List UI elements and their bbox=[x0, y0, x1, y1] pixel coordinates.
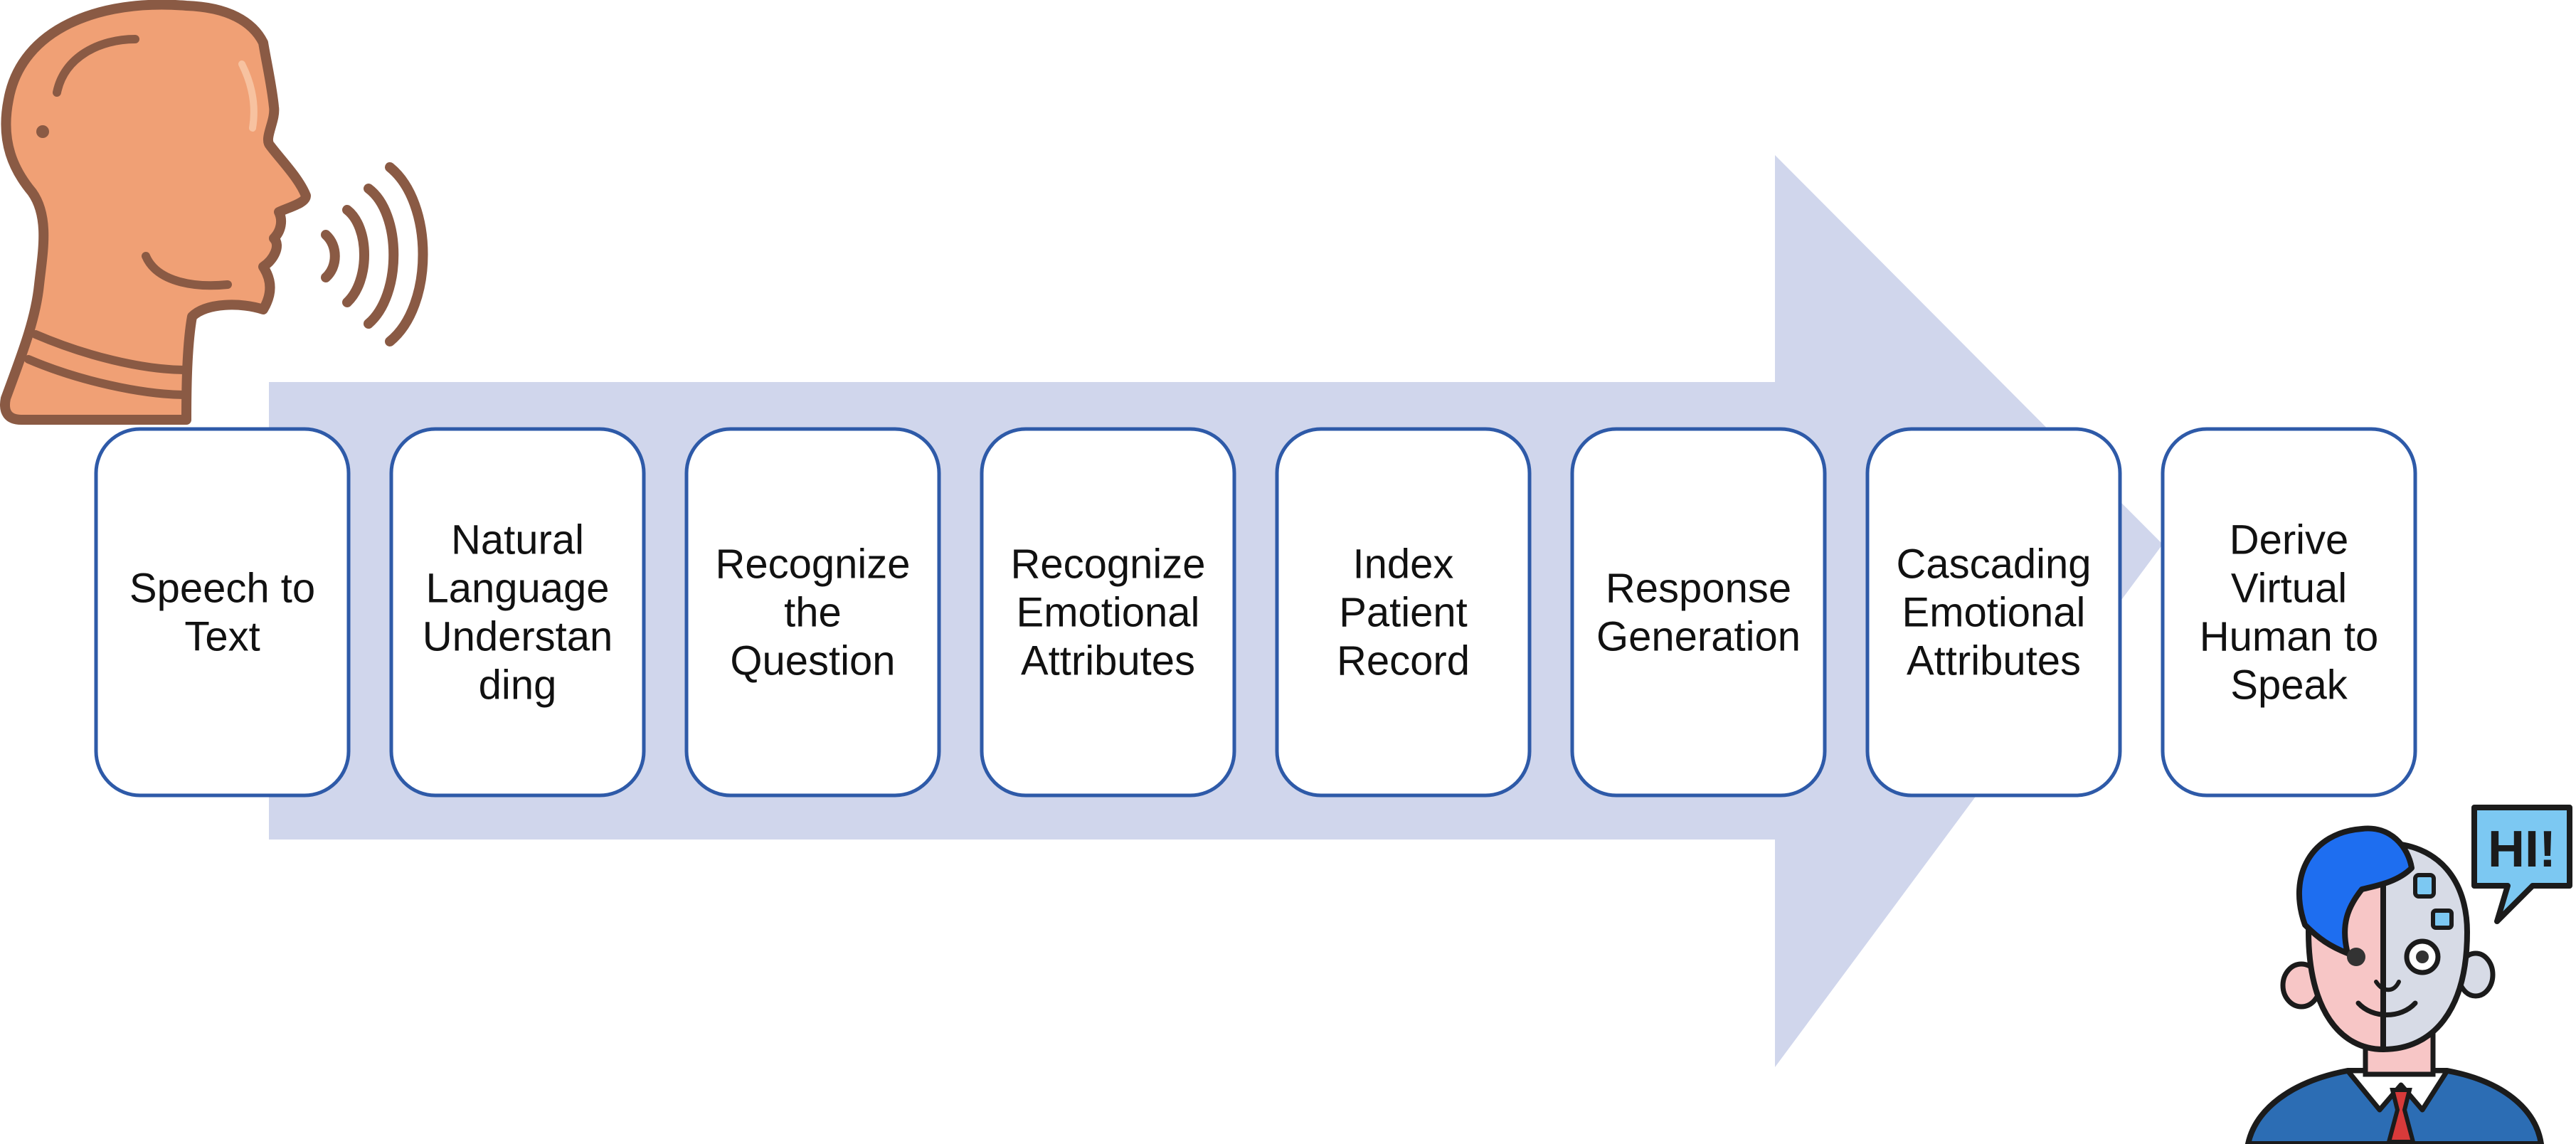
step-box-shape bbox=[980, 427, 1236, 798]
step-label-line: Emotional bbox=[1017, 590, 1200, 636]
step-label-line: Recognize bbox=[715, 541, 910, 588]
step-label-line: Understan bbox=[423, 614, 613, 660]
step-label-line: Patient bbox=[1339, 590, 1468, 636]
step-box-shape bbox=[1275, 427, 1532, 798]
step-label-line: ding bbox=[479, 662, 557, 709]
step-label-line: Response bbox=[1606, 566, 1791, 612]
speech-bubble-icon: HI! bbox=[2471, 805, 2572, 924]
step-label-line: Language bbox=[425, 566, 609, 612]
sound-waves-icon bbox=[321, 162, 428, 346]
step-label-line: Emotional bbox=[1902, 590, 2086, 636]
virtual-human-icon bbox=[2245, 825, 2544, 1144]
step-label-line: Attributes bbox=[1907, 638, 2081, 684]
step-label-line: Human to bbox=[2200, 614, 2378, 660]
step-label-line: Derive bbox=[2230, 517, 2349, 563]
step-box-shape bbox=[1865, 427, 2122, 798]
step-box-shape bbox=[1570, 427, 1827, 798]
step-box-shape bbox=[684, 427, 941, 798]
step-label-line: Cascading bbox=[1896, 541, 2091, 588]
step-label-line: Speak bbox=[2230, 662, 2348, 709]
step-label-line: Index bbox=[1353, 541, 1454, 588]
step-label-line: Attributes bbox=[1021, 638, 1195, 684]
step-box-shape bbox=[94, 427, 351, 798]
step-label-line: Virtual bbox=[2231, 566, 2347, 612]
step-box-shape bbox=[389, 427, 646, 798]
step-label-line: the bbox=[784, 590, 842, 636]
step-label-line: Record bbox=[1337, 638, 1470, 684]
speech-bubble-text: HI! bbox=[2488, 821, 2556, 878]
speaking-head-icon bbox=[0, 0, 311, 425]
step-label-line: Natural bbox=[451, 517, 584, 563]
step-label-line: Speech to bbox=[129, 566, 315, 612]
step-label-line: Text bbox=[184, 614, 260, 660]
step-label-line: Question bbox=[730, 638, 895, 684]
step-label-line: Recognize bbox=[1010, 541, 1205, 588]
step-box-shape bbox=[2161, 427, 2417, 798]
step-label-line: Generation bbox=[1596, 614, 1801, 660]
